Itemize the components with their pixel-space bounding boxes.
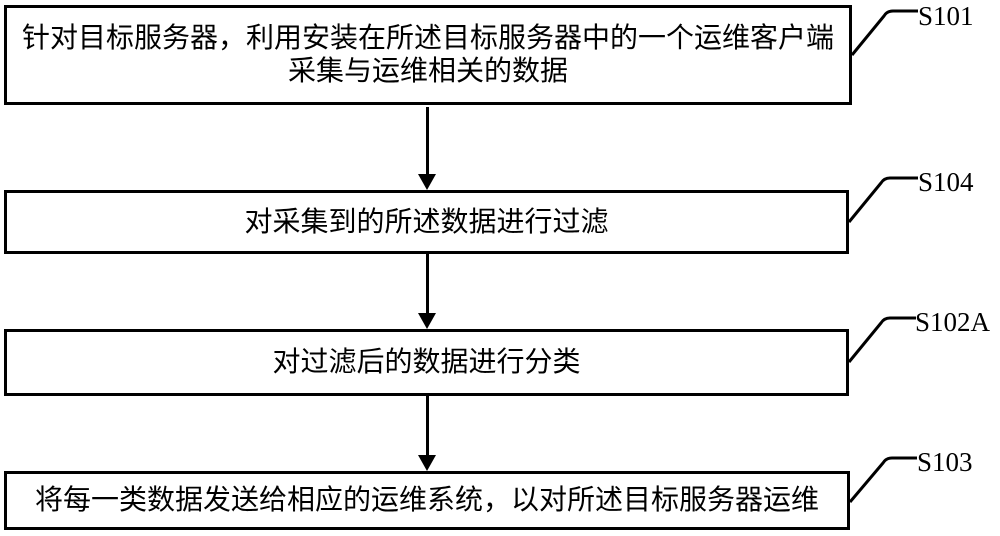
down-arrow-2 <box>418 254 436 329</box>
step-text-s102a: 对过滤后的数据进行分类 <box>272 347 581 378</box>
flow-step-box-s102a: 对过滤后的数据进行分类 <box>4 329 849 396</box>
flow-step-box-s104: 对采集到的所述数据进行过滤 <box>4 190 849 254</box>
step-label-s103: S103 <box>917 447 973 477</box>
down-arrow-1 <box>418 107 436 190</box>
arrow-line <box>425 396 429 455</box>
arrow-line <box>425 254 429 313</box>
connector-s104 <box>847 176 918 223</box>
arrow-head-icon <box>418 455 436 471</box>
step-text-s103: 将每一类数据发送给相应的运维系统，以对所述目标服务器运维 <box>34 485 819 516</box>
flow-step-box-s101: 针对目标服务器，利用安装在所述目标服务器中的一个运维客户端 采集与运维相关的数据 <box>4 5 852 105</box>
arrow-line <box>425 107 429 174</box>
step-text-s101: 针对目标服务器，利用安装在所述目标服务器中的一个运维客户端 采集与运维相关的数据 <box>21 23 834 87</box>
flow-step-box-s103: 将每一类数据发送给相应的运维系统，以对所述目标服务器运维 <box>4 471 850 530</box>
arrow-head-icon <box>418 313 436 329</box>
connector-s102a <box>847 316 916 363</box>
step-label-s104: S104 <box>918 167 974 197</box>
step-label-s102a: S102A <box>915 307 991 337</box>
arrow-head-icon <box>418 174 436 190</box>
step-label-s101: S101 <box>918 1 974 31</box>
connector-s103 <box>848 456 917 503</box>
down-arrow-3 <box>418 396 436 471</box>
connector-s101 <box>850 9 918 56</box>
step-text-s104: 对采集到的所述数据进行过滤 <box>244 206 609 238</box>
